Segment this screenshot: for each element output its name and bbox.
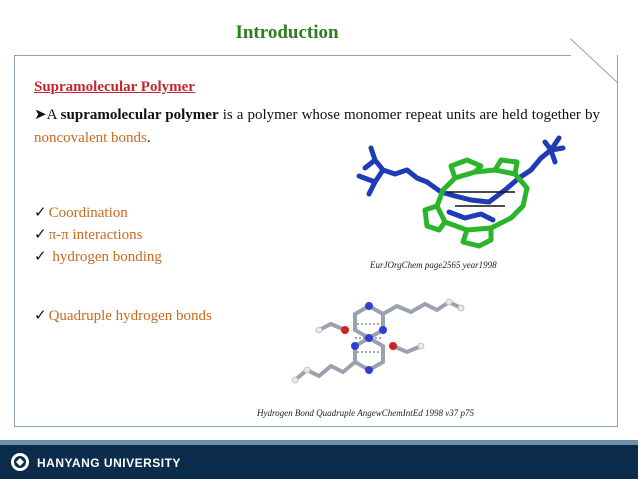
content-frame xyxy=(14,55,618,427)
footer-stripe xyxy=(0,440,638,445)
list-item-label: hydrogen bonding xyxy=(48,249,162,265)
definition-middle: is a polymer whose monomer repeat units … xyxy=(218,107,600,123)
definition-paragraph: ➤A supramolecular polymer is a polymer w… xyxy=(34,104,600,150)
interaction-list: ✓Coordination ✓π-π interactions ✓ hydrog… xyxy=(34,202,162,268)
quadruple-label: Quadruple hydrogen bonds xyxy=(48,308,212,324)
arrow-bullet-icon: ➤ xyxy=(34,107,47,123)
checkmark-icon: ✓ xyxy=(34,205,47,221)
definition-prefix: A xyxy=(46,107,61,123)
list-item-label: Coordination xyxy=(48,205,128,221)
hydrogen-bond-dimer-image xyxy=(291,298,465,384)
list-item-label: π-π interactions xyxy=(48,227,143,243)
definition-term: supramolecular polymer xyxy=(60,107,219,123)
list-item: ✓Coordination xyxy=(34,202,162,224)
checkmark-icon: ✓ xyxy=(34,308,47,324)
molecule-structure-image xyxy=(356,135,566,249)
slide-title: Introduction xyxy=(235,22,339,43)
university-name: HANYANG UNIVERSITY xyxy=(37,456,181,470)
definition-accent: noncovalent bonds xyxy=(34,130,147,146)
checkmark-icon: ✓ xyxy=(34,227,47,243)
figure-caption: Hydrogen Bond Quadruple AngewChemIntEd 1… xyxy=(257,408,474,418)
quadruple-bonds-item: ✓Quadruple hydrogen bonds xyxy=(34,306,212,325)
checkmark-icon: ✓ xyxy=(34,249,47,265)
footer-bar xyxy=(0,440,638,479)
figure-caption: EurJOrgChem page2565 year1998 xyxy=(370,260,497,270)
section-heading: Supramolecular Polymer xyxy=(34,79,195,95)
list-item: ✓π-π interactions xyxy=(34,224,162,246)
list-item: ✓ hydrogen bonding xyxy=(34,246,162,268)
definition-suffix: . xyxy=(146,130,151,146)
frame-top-border xyxy=(14,55,571,56)
university-seal-icon xyxy=(11,453,29,471)
